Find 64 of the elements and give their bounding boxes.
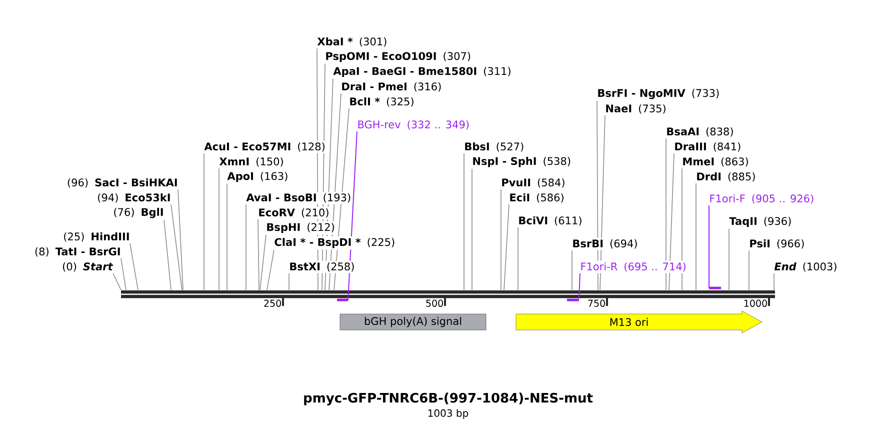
- site-label: AvaI - BsoBI (193): [244, 192, 353, 204]
- site-label: MmeI (863): [680, 156, 750, 168]
- leader-line: [500, 188, 502, 290]
- site-label: NaeI (735): [604, 102, 668, 116]
- tick-label: 250: [264, 300, 281, 307]
- site-label: NspI - SphI (538): [470, 155, 573, 169]
- site-label: (0) Start: [60, 260, 114, 274]
- site-label: BsaAI (838): [664, 126, 736, 138]
- site-label: (94) Eco53kI: [96, 192, 172, 204]
- site-label: EciI (586): [508, 192, 566, 204]
- site-label: End (1003): [772, 260, 839, 274]
- site-label: DrdI (885): [694, 170, 758, 184]
- site-label: BclI * (325): [348, 96, 416, 108]
- tick-label: 750: [588, 300, 605, 307]
- primer-label: F1ori-F (905 .. 926): [708, 192, 816, 206]
- site-label: AcuI - Eco57MI (128): [202, 140, 327, 154]
- feature-box: bGH poly(A) signal: [340, 314, 486, 330]
- site-label: PvuII (584): [500, 176, 567, 190]
- leader-line: [708, 204, 710, 288]
- leader-line: [130, 242, 138, 290]
- site-label: XbaI * (301): [316, 36, 389, 48]
- site-label: (96) SacI - BsiHKAI: [66, 176, 180, 190]
- leader-line: [120, 258, 126, 290]
- site-label: DraIII (841): [672, 140, 743, 154]
- site-label: ClaI * - BspDI * (225): [272, 236, 397, 250]
- site-label: BsrBI (694): [570, 238, 640, 250]
- leader-line: [578, 272, 580, 300]
- leader-line: [348, 130, 358, 300]
- leader-line: [260, 234, 266, 290]
- site-label: ApoI (163): [226, 170, 290, 184]
- site-label: PspOMI - EcoO109I (307): [324, 50, 473, 64]
- site-label: BbsI (527): [462, 140, 526, 154]
- site-label: XmnI (150): [218, 156, 286, 168]
- leader-line: [288, 272, 290, 290]
- leader-line: [164, 219, 172, 290]
- leader-line: [728, 228, 730, 290]
- leader-line: [748, 250, 750, 290]
- leader-line: [178, 188, 184, 290]
- site-label: (76) BglI: [112, 206, 166, 220]
- primer-label: F1ori-R (695 .. 714): [578, 260, 688, 274]
- site-label: DraI - PmeI (316): [340, 80, 444, 94]
- site-label: TaqII (936): [728, 215, 794, 229]
- site-label: PsiI (966): [748, 238, 806, 250]
- leader-line: [596, 100, 598, 290]
- feature-band: M13 ori: [516, 310, 762, 334]
- leader-line: [668, 152, 674, 290]
- leader-line: [218, 168, 220, 290]
- leader-line: [504, 204, 510, 290]
- tick-label: 1000: [744, 300, 767, 307]
- leader-line: [170, 204, 182, 290]
- site-label: ApaI - BaeGI - Bme1580I (311): [332, 65, 513, 79]
- primer-label: BGH-rev (332 .. 349): [356, 118, 472, 132]
- site-label: BstXI (258): [288, 260, 356, 274]
- site-label: EcoRV (210): [256, 206, 331, 220]
- site-label: (8) TatI - BsrGI: [33, 246, 122, 258]
- leader-line: [226, 183, 228, 290]
- map-caption: 1003 bp: [428, 409, 468, 419]
- site-label: BspHI (212): [264, 221, 336, 235]
- leader-line: [266, 249, 274, 290]
- leader-line: [258, 218, 260, 290]
- site-label: BciVI (611): [516, 214, 584, 228]
- site-label: (25) HindIII: [62, 230, 132, 244]
- map-title: pmyc-GFP-TNRC6B-(997-1084)-NES-mut: [304, 392, 593, 406]
- leader-line: [112, 272, 122, 290]
